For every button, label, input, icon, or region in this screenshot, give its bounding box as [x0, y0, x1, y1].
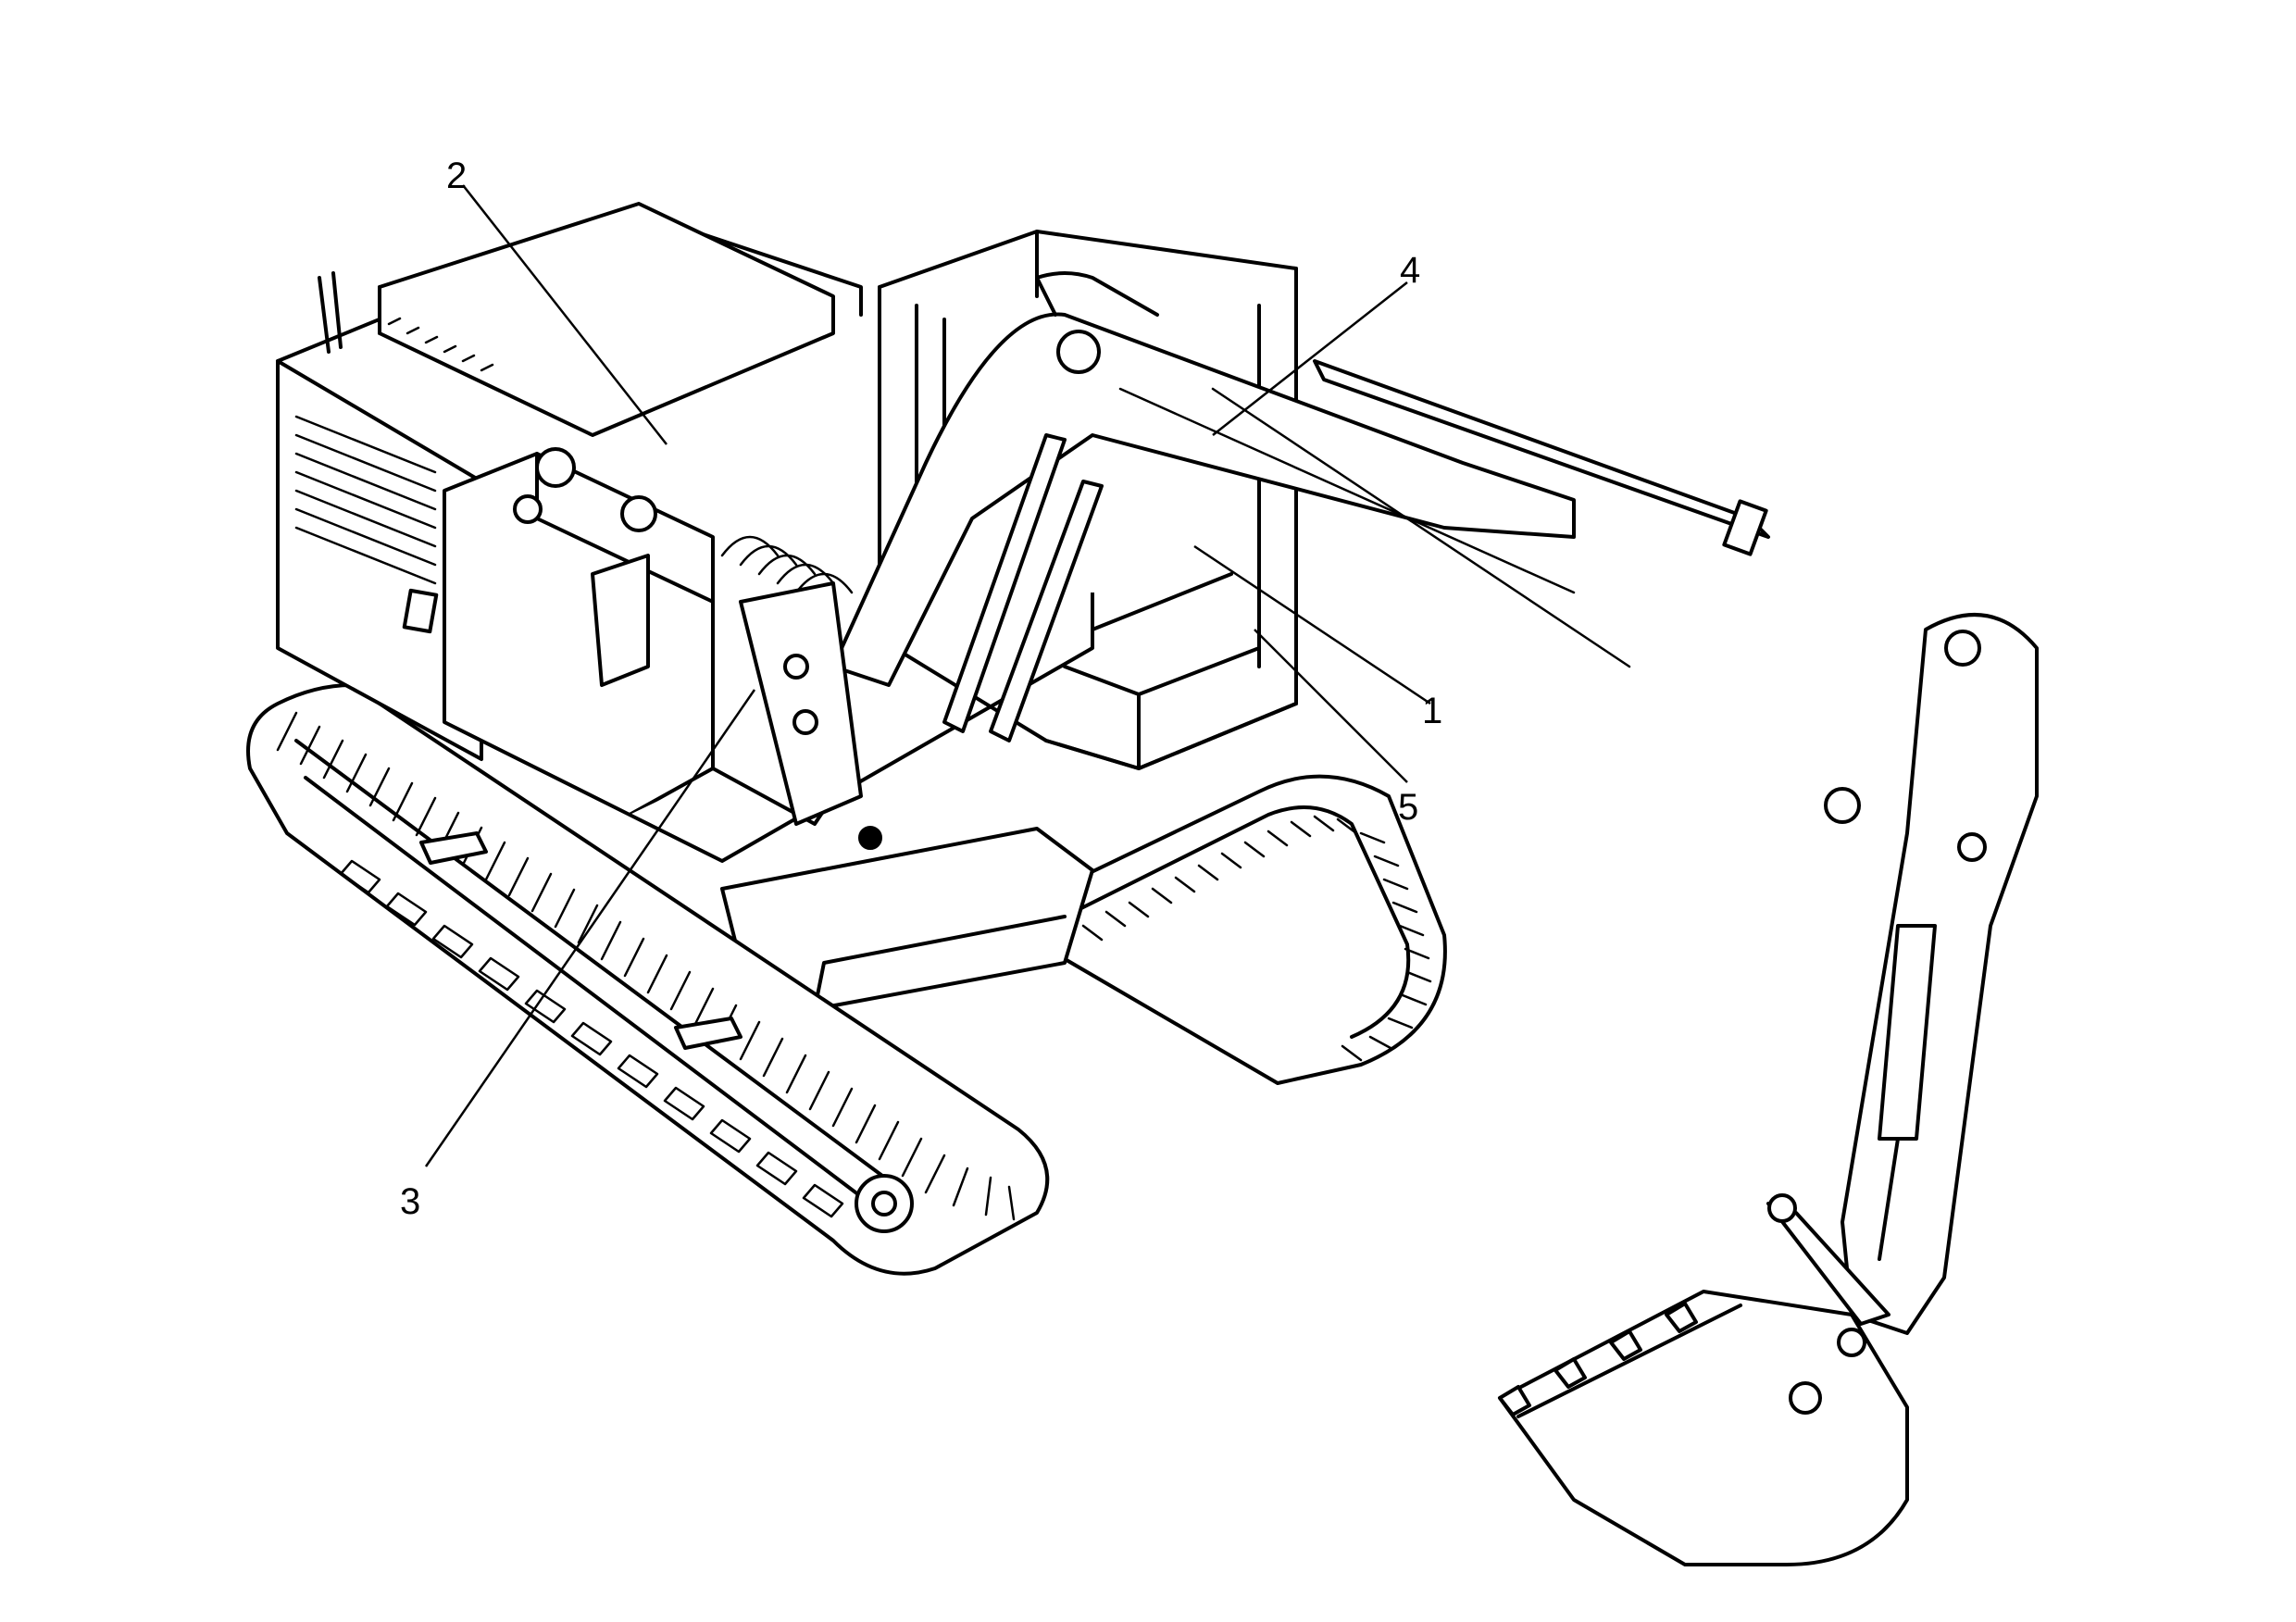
- callout-label-5: 5: [1398, 787, 1419, 828]
- leader-4: [1212, 281, 1408, 436]
- callout-label-4: 4: [1400, 250, 1421, 291]
- callout-label-3: 3: [400, 1181, 421, 1222]
- leader-5: [1254, 629, 1408, 783]
- stick-arm: [1766, 613, 2039, 1335]
- right-crawler-track: [1026, 774, 1447, 1085]
- leader-1: [1193, 544, 1431, 705]
- boom: [739, 271, 1770, 850]
- leader-3: [424, 689, 756, 1167]
- upper-structure: [276, 202, 1094, 863]
- leader-2: [462, 184, 668, 445]
- left-crawler-track: [246, 683, 1050, 1276]
- callout-label-2: 2: [446, 156, 468, 196]
- callout-leaders: [424, 184, 1431, 1167]
- callout-label-1: 1: [1422, 691, 1443, 731]
- bucket: [1498, 1290, 1909, 1566]
